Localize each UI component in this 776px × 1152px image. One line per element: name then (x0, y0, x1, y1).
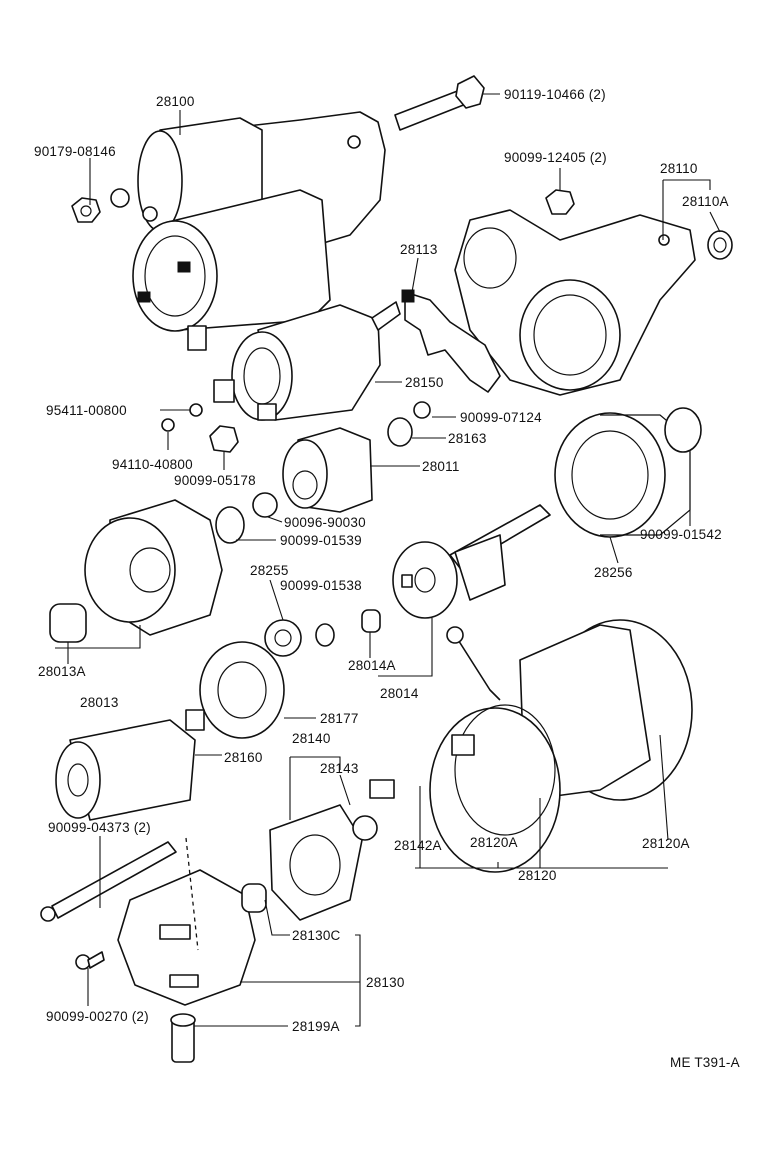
label-28013A: 28013A (38, 664, 86, 679)
label-28120A-outer: 28120A (642, 836, 690, 851)
label-90099-00270: 90099-00270 (2) (46, 1009, 149, 1024)
label-28140: 28140 (292, 731, 331, 746)
label-90099-01542: 90099-01542 (640, 527, 722, 542)
planetary-gear-28255-part (264, 619, 302, 657)
label-28014: 28014 (380, 686, 419, 701)
label-28120A-inner: 28120A (470, 835, 518, 850)
washer-90099-05178-part (209, 425, 239, 453)
washer-90099-01542-part (664, 407, 702, 453)
nut-94110-40800-part (161, 418, 175, 432)
label-28142A: 28142A (394, 838, 442, 853)
armature-28160-part (55, 709, 205, 821)
label-28100: 28100 (156, 94, 195, 109)
leader-lines (55, 93, 721, 1027)
snap-ring-90096-90030-part (252, 492, 278, 518)
screw-90099-00270-part (75, 951, 105, 970)
label-90099-05178: 90099-05178 (174, 473, 256, 488)
yoke-28013-part (84, 499, 223, 636)
label-28130C: 28130C (292, 928, 341, 943)
bushing-28130C-part (241, 883, 267, 913)
label-90099-12405: 90099-12405 (2) (504, 150, 607, 165)
ring-90099-07124-part (413, 401, 431, 419)
label-28013: 28013 (80, 695, 119, 710)
label-95411-00800: 95411-00800 (46, 403, 127, 418)
label-28150: 28150 (405, 375, 444, 390)
label-90099-01539: 90099-01539 (280, 533, 362, 548)
label-28160: 28160 (224, 750, 263, 765)
label-94110-40800: 94110-40800 (112, 457, 193, 472)
label-28113: 28113 (400, 242, 438, 257)
label-90099-04373: 90099-04373 (2) (48, 820, 151, 835)
label-28120: 28120 (518, 868, 557, 883)
label-28011: 28011 (422, 459, 460, 474)
planetary-shaft-28014-part (392, 504, 551, 619)
gear-28014A-part (361, 609, 381, 633)
lever-28113-part (401, 289, 501, 393)
part-labels: 28100 90179-08146 90119-10466 (2) 90099-… (34, 87, 740, 1070)
label-28014A: 28014A (348, 658, 396, 673)
internal-gear-28256-part (554, 412, 691, 538)
solenoid-28150-part (213, 301, 401, 421)
bushing-28110A-part (707, 230, 733, 260)
label-28130: 28130 (366, 975, 405, 990)
nut-90179-08146-part (71, 197, 101, 223)
washer-90099-01539-part (215, 506, 245, 544)
end-frame-28130-part (117, 869, 256, 1006)
label-90179-08146: 90179-08146 (34, 144, 116, 159)
bushing-28013A-part (49, 603, 87, 643)
label-28163: 28163 (448, 431, 487, 446)
through-bolt-90099-04373-part (40, 841, 177, 922)
label-28255: 28255 (250, 563, 289, 578)
label-90119-10466: 90119-10466 (2) (504, 87, 606, 102)
label-90099-07124: 90099-07124 (460, 410, 542, 425)
label-28143: 28143 (320, 761, 359, 776)
clutch-28011-part (282, 427, 373, 513)
plate-28177-part (199, 641, 285, 739)
spring-28143-part (352, 815, 378, 841)
nut-90099-12405-part (545, 189, 575, 215)
label-28110: 28110 (660, 161, 698, 176)
label-28177: 28177 (320, 711, 359, 726)
washer-90099-01538-part (315, 623, 335, 647)
field-coil-28120-part (429, 619, 693, 873)
label-28199A: 28199A (292, 1019, 340, 1034)
figure-code: ME T391-A (670, 1055, 740, 1070)
label-28256: 28256 (594, 565, 633, 580)
starter-assembly-part (110, 111, 386, 351)
label-28110A: 28110A (682, 194, 729, 209)
part-28163 (387, 417, 413, 447)
bolt-90119-10466-part (394, 75, 485, 131)
nut-95411-00800-part (189, 403, 203, 417)
brush-28142A-part (369, 779, 395, 799)
label-90096-90030: 90096-90030 (284, 515, 366, 530)
label-90099-01538: 90099-01538 (280, 578, 362, 593)
cover-28199A-part (170, 1013, 196, 1063)
brush-holder-28140-part (269, 804, 363, 921)
housing-28110-part (454, 209, 696, 396)
